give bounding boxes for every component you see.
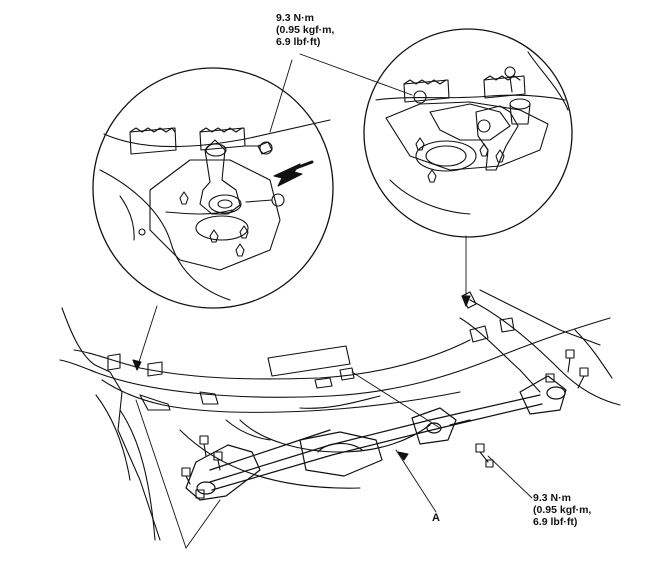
torque-top-line2: (0.95 kgf·m, [276,24,335,36]
torque-bottom-line1: 9.3 N·m [533,492,571,504]
leader-arrowhead [461,295,471,307]
direction-arrow-icon [273,163,303,187]
leader-arrowhead [397,451,409,461]
torque-top-line3: 6.9 lbf·ft) [276,36,321,48]
bolt-icon [181,435,223,499]
torque-spec-top: 9.3 N·m (0.95 kgf·m, 6.9 lbf·ft) [276,12,334,48]
vehicle-body-outline [59,289,621,541]
torque-spec-bottom: 9.3 N·m (0.95 kgf·m, 6.9 lbf·ft) [533,492,591,528]
leader-arrowhead [132,359,142,371]
torque-top-line1: 9.3 N·m [276,12,314,24]
detail-circle-right [363,28,573,238]
leader-lines [135,53,533,549]
part-label-a: A [432,512,440,524]
wiper-linkage-part-a [185,375,567,501]
detail-circle-left [92,67,334,309]
bolt-icon [475,349,589,468]
torque-bottom-line3: 6.9 lbf·ft) [533,516,578,528]
torque-bottom-line2: (0.95 kgf·m, [533,504,592,516]
direction-arrow-icon [294,160,314,170]
